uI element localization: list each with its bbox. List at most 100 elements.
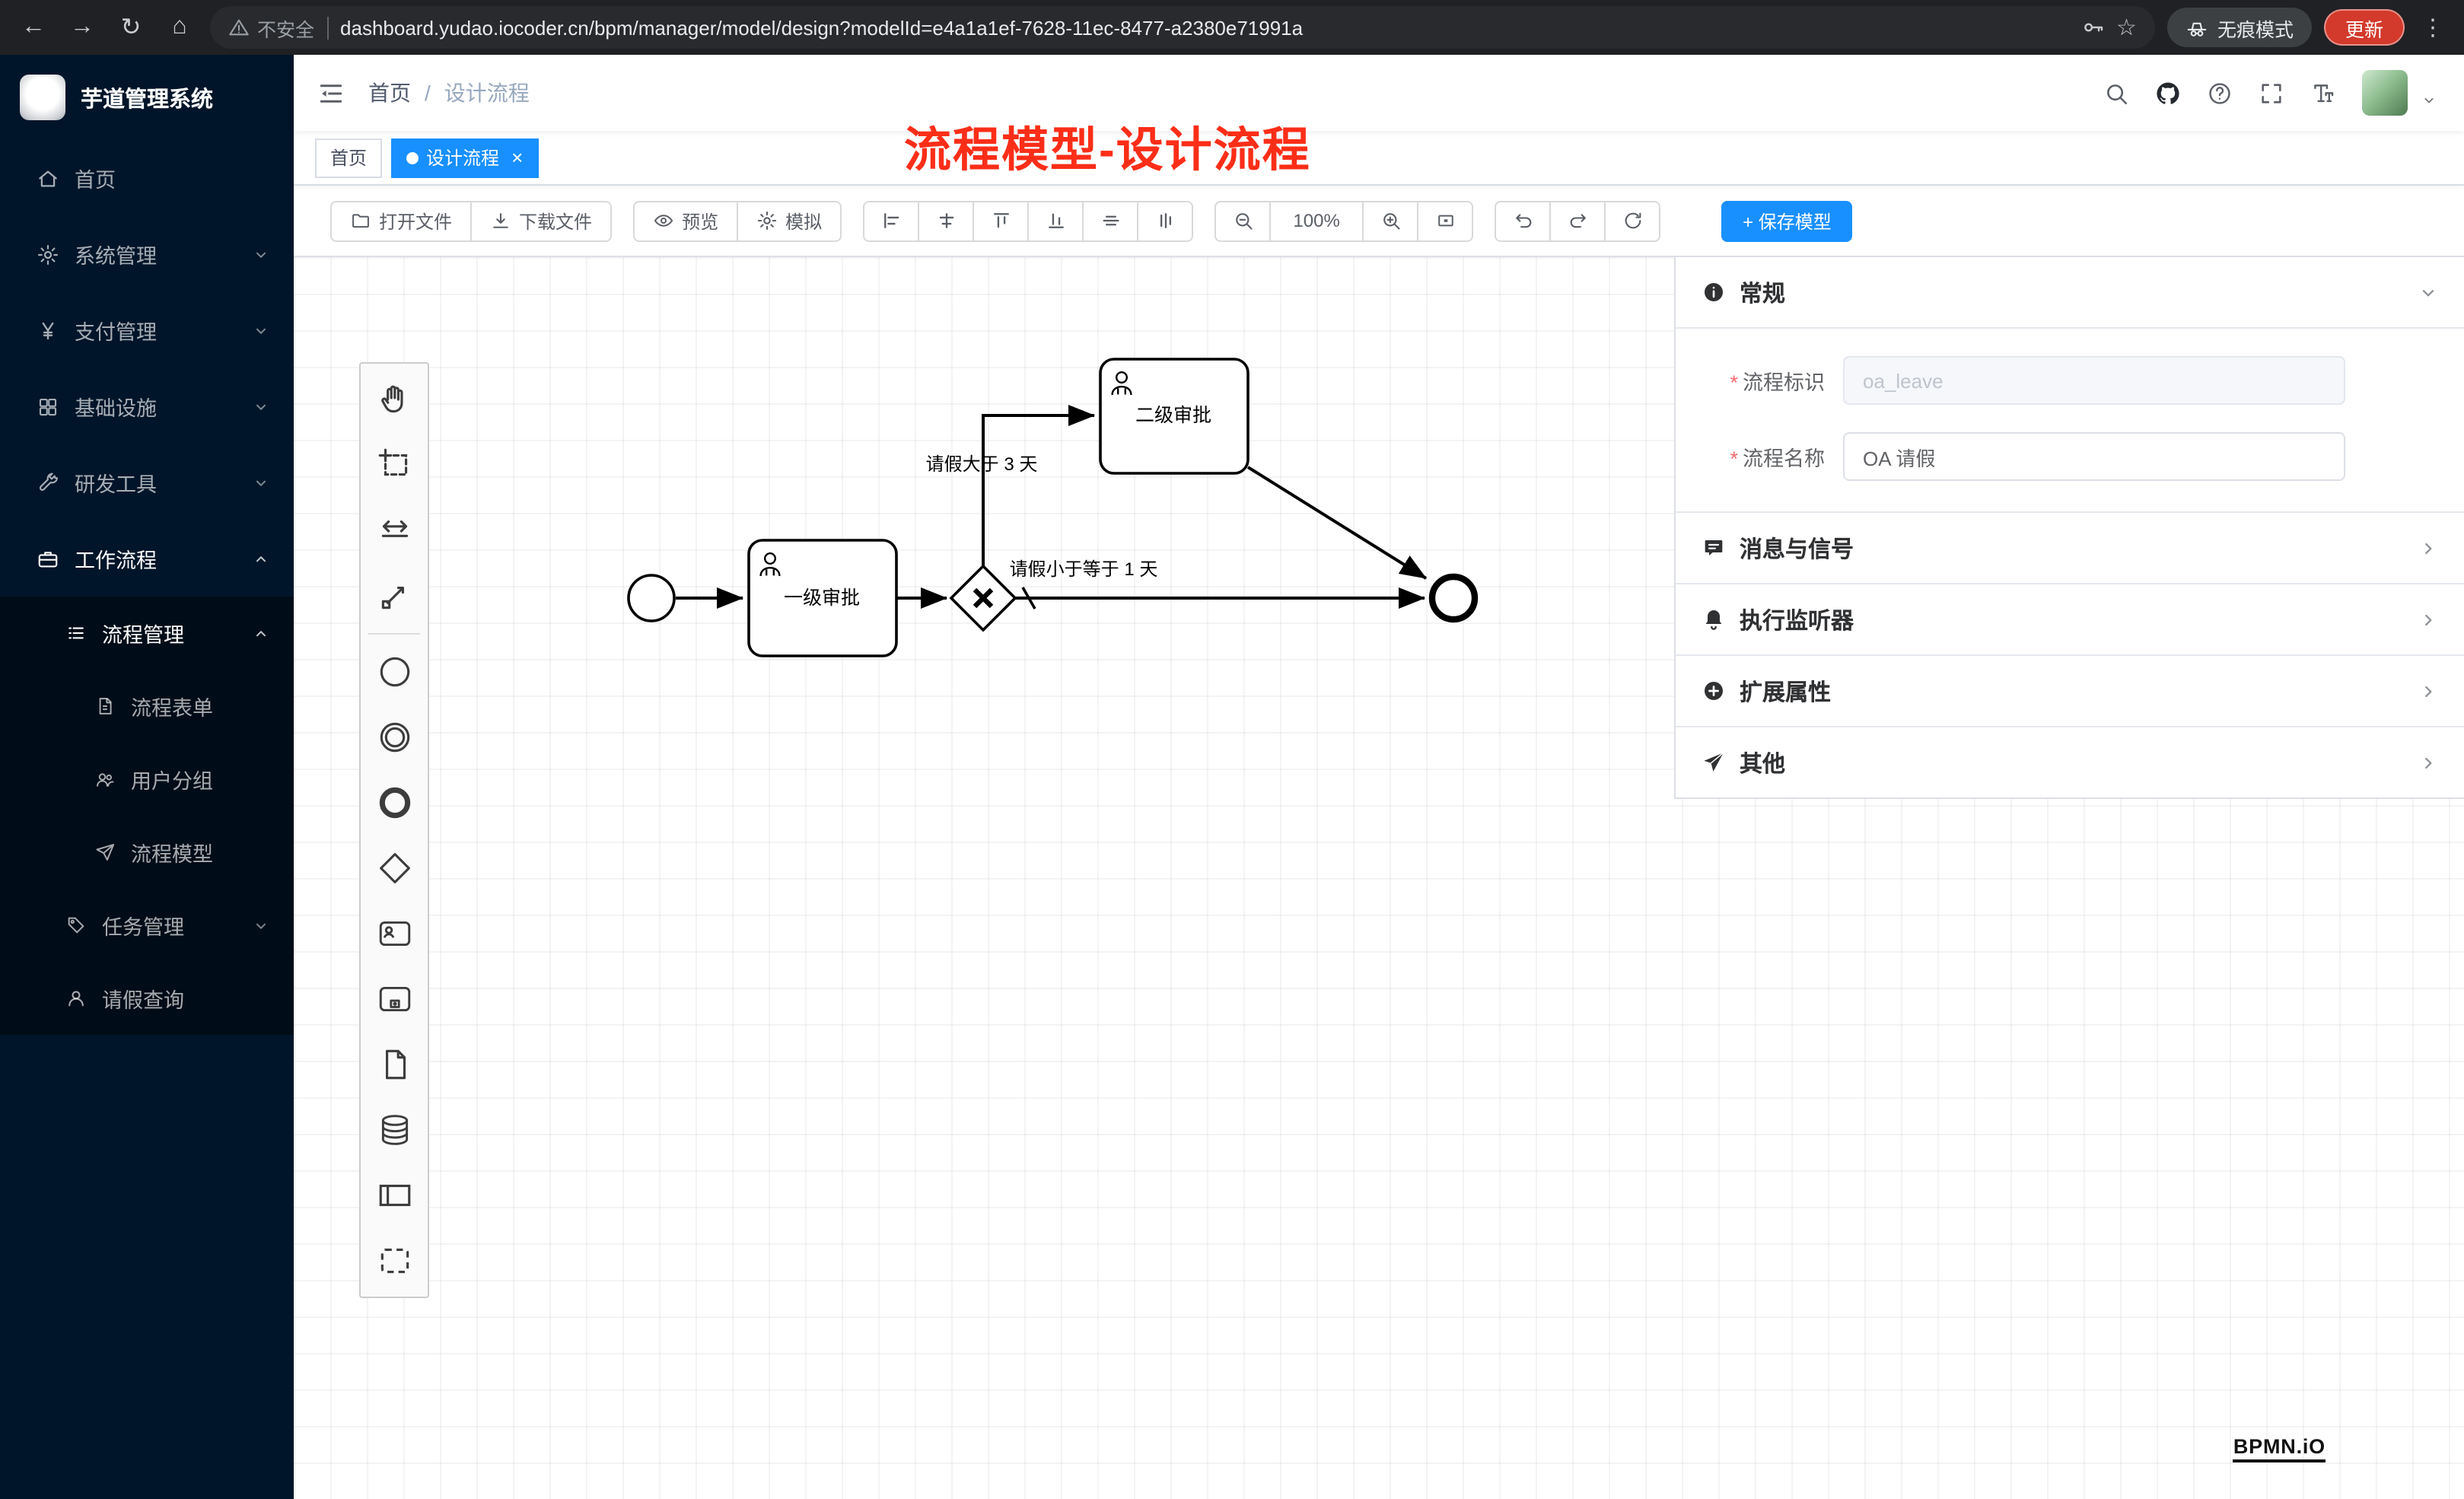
align-left-button[interactable] [863,200,920,241]
section-title: 常规 [1740,281,1786,307]
sidebar-toggle-icon[interactable] [294,78,368,107]
section-general[interactable]: 常规 [1676,257,2464,329]
forward-icon[interactable]: → [70,14,94,40]
flow-condition-label[interactable]: 请假大于 3 天 [926,454,1038,475]
create-start-event[interactable] [361,639,428,705]
preview-button[interactable]: 预览 [633,200,739,241]
data-object-icon [375,1045,413,1084]
chevron-down-icon [253,398,269,415]
create-data-object[interactable] [361,1032,428,1097]
align-top-button[interactable] [973,200,1030,241]
bpmn-canvas[interactable]: 一级审批 二级审批 [294,256,2464,1499]
sidebar-item-home[interactable]: 首页 [0,140,294,216]
redo-button[interactable] [1549,200,1606,241]
align-center-button[interactable] [918,200,975,241]
distribute-icon [1154,210,1176,231]
flow-condition-label[interactable]: 请假小于等于 1 天 [1010,559,1158,580]
save-model-button[interactable]: + 保存模型 [1721,200,1853,241]
align-button-group [863,200,1194,241]
create-group[interactable] [361,1228,428,1294]
sidebar-menu: 首页 系统管理 支付管理 基础设施 [0,140,294,1035]
restart-button[interactable] [1604,200,1661,241]
section-message-signal[interactable]: 消息与信号 [1676,511,2464,583]
flow-gateway-to-level2[interactable] [982,405,1096,566]
create-user-task[interactable] [361,901,428,966]
user-task-level1[interactable]: 一级审批 [747,539,898,657]
sidebar-item-workflow[interactable]: 工作流程 [0,520,294,597]
sidebar-item-process-management[interactable]: 流程管理 [0,597,294,670]
home-icon[interactable]: ⌂ [172,14,187,40]
tab-design-process[interactable]: 设计流程 × [391,138,539,177]
tab-home[interactable]: 首页 [315,138,383,177]
breadcrumb-home[interactable]: 首页 [368,81,411,105]
section-extended-attributes[interactable]: 扩展属性 [1676,654,2464,726]
sidebar-item-label: 系统管理 [75,245,157,268]
process-name-input[interactable] [1843,432,2345,481]
security-warning[interactable]: 不安全 [228,13,314,42]
font-size-icon[interactable] [2310,80,2336,106]
global-connect-tool[interactable] [361,563,428,629]
create-end-event[interactable] [361,770,428,835]
undo-button[interactable] [1495,200,1552,241]
help-icon[interactable] [2207,80,2233,106]
message-icon [1702,536,1726,560]
key-icon[interactable] [2080,15,2104,40]
chevron-down-icon [253,246,269,263]
align-bottom-button[interactable] [1027,200,1084,241]
sidebar-item-system[interactable]: 系统管理 [0,216,294,292]
hand-tool[interactable] [361,367,428,432]
open-file-button[interactable]: 打开文件 [330,200,473,241]
simulate-button[interactable]: 模拟 [737,200,842,241]
bpmn-io-logo[interactable]: BPMN.iO [2233,1435,2326,1462]
sidebar-item-leave-query[interactable]: 请假查询 [0,962,294,1035]
sidebar-item-devtools[interactable]: 研发工具 [0,444,294,520]
create-intermediate-event[interactable] [361,705,428,770]
distribute-button[interactable] [1137,200,1194,241]
section-other[interactable]: 其他 [1676,726,2464,797]
sidebar-item-label: 流程管理 [102,624,184,647]
zoom-out-button[interactable] [1214,200,1272,241]
refresh-icon [1622,210,1643,231]
subprocess-icon [375,980,413,1018]
yen-icon [37,319,59,342]
avatar-caret-icon[interactable] [2421,93,2437,108]
create-participant[interactable] [361,1163,428,1228]
button-label: 打开文件 [379,211,453,232]
sidebar-item-payment[interactable]: 支付管理 [0,292,294,368]
hand-icon [375,380,413,419]
sidebar-item-user-group[interactable]: 用户分组 [0,743,294,816]
sidebar-item-infrastructure[interactable]: 基础设施 [0,368,294,444]
browser-menu-icon[interactable]: ⋮ [2421,15,2444,41]
align-middle-button[interactable] [1082,200,1139,241]
sidebar-item-process-form[interactable]: 流程表单 [0,670,294,743]
back-icon[interactable]: ← [21,14,46,40]
avatar[interactable] [2362,70,2408,116]
chevron-down-icon [253,322,269,339]
zoom-fit-button[interactable] [1417,200,1474,241]
end-event[interactable] [1428,573,1479,623]
section-execution-listener[interactable]: 执行监听器 [1676,583,2464,654]
search-icon[interactable] [2103,80,2129,106]
close-icon[interactable]: × [511,146,524,169]
flow-level2-to-end[interactable] [1246,466,1428,580]
github-icon[interactable] [2155,80,2181,106]
create-subprocess[interactable] [361,966,428,1032]
zoom-in-button[interactable] [1362,200,1419,241]
start-event[interactable] [627,574,676,622]
address-bar[interactable]: 不安全 dashboard.yudao.iocoder.cn/bpm/manag… [210,6,2155,49]
download-file-button[interactable]: 下载文件 [470,200,613,241]
create-gateway[interactable] [361,835,428,901]
reload-icon[interactable]: ↻ [120,15,142,41]
sidebar-item-task-management[interactable]: 任务管理 [0,889,294,962]
lasso-tool[interactable] [361,432,428,498]
sidebar-item-process-model[interactable]: 流程模型 [0,816,294,889]
user-task-level2[interactable]: 二级审批 [1099,358,1250,475]
fullscreen-icon[interactable] [2259,80,2284,106]
lasso-icon [375,446,413,484]
create-data-store[interactable] [361,1097,428,1163]
browser-chrome: ← → ↻ ⌂ 不安全 dashboard.yudao.iocoder.cn/b… [0,0,2464,55]
browser-update-button[interactable]: 更新 [2323,9,2405,46]
exclusive-gateway[interactable] [949,564,1017,632]
space-tool[interactable] [361,498,428,563]
bookmark-star-icon[interactable]: ☆ [2116,15,2137,41]
